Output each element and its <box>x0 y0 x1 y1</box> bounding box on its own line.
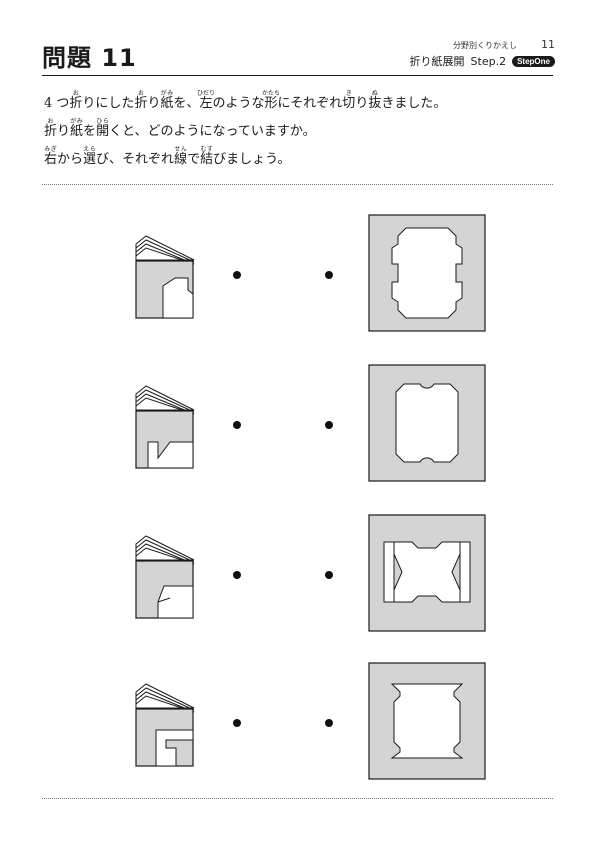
instruction-text: にそれぞれ <box>277 96 343 111</box>
divider-bottom <box>42 798 553 799</box>
unfolded-answer-2 <box>368 364 486 482</box>
instruction-text: くと、どのようになっていますか。 <box>109 124 316 139</box>
instruction-text: きました。 <box>381 96 447 111</box>
ruby-word: 右みぎ <box>44 146 58 167</box>
unfolded-answer-3 <box>368 514 486 632</box>
ruby-word: 紙がみ <box>160 90 174 111</box>
question-row-2 <box>0 364 595 484</box>
right-dot-2[interactable] <box>325 421 333 429</box>
furigana: がみ <box>160 90 174 97</box>
furigana: ぬ <box>368 90 382 97</box>
instruction-line-3: 右みぎから選えらび、それぞれ線せんで結むすびましょう。 <box>44 146 554 166</box>
instruction-text: から <box>57 152 84 167</box>
instruction-line-1: 4 つ折おりにした折おり紙がみを、左ひだりのような形かたちにそれぞれ切きり抜ぬき… <box>44 90 554 110</box>
instruction-text: り <box>355 96 369 111</box>
furigana: みぎ <box>44 146 58 153</box>
furigana: せん <box>174 146 188 153</box>
furigana: かたち <box>262 90 281 97</box>
instructions: 4 つ折おりにした折おり紙がみを、左ひだりのような形かたちにそれぞれ切きり抜ぬき… <box>44 90 554 174</box>
furigana: ひだり <box>197 90 216 97</box>
instruction-text: りにした <box>82 96 135 111</box>
ruby-word: 結むす <box>200 146 214 167</box>
right-dot-4[interactable] <box>325 719 333 727</box>
furigana: がみ <box>70 118 84 125</box>
instruction-text: り <box>57 124 71 139</box>
furigana: えら <box>83 146 97 153</box>
right-dot-1[interactable] <box>325 271 333 279</box>
category-label: 分野別くりかえし <box>453 41 517 50</box>
folded-paper-4 <box>135 683 195 767</box>
page-title: 問題 11 <box>42 44 137 72</box>
furigana: むす <box>200 146 214 153</box>
folded-paper-2 <box>135 385 195 469</box>
instruction-text: で <box>187 152 201 167</box>
instruction-text: び、それぞれ <box>96 152 175 167</box>
ruby-word: 折お <box>69 90 83 111</box>
ruby-word: 紙がみ <box>70 118 84 139</box>
left-dot-2[interactable] <box>233 421 241 429</box>
ruby-word: 折お <box>134 90 148 111</box>
instruction-text: のような <box>212 96 265 111</box>
folded-paper-1 <box>135 235 195 319</box>
left-dot-4[interactable] <box>233 719 241 727</box>
unfolded-answer-4 <box>368 662 486 780</box>
header-rule <box>42 75 553 76</box>
unfolded-answer-1 <box>368 214 486 332</box>
instruction-text: を <box>83 124 97 139</box>
furigana: お <box>69 90 83 97</box>
ruby-word: 選えら <box>83 146 97 167</box>
header-meta: 分野別くりかえし 11 折り紙展開 Step.2 StepOne <box>410 38 555 69</box>
instruction-line-2: 折おり紙がみを開ひらくと、どのようになっていますか。 <box>44 118 554 138</box>
stepone-logo: StepOne <box>512 55 555 67</box>
instruction-text: 4 つ <box>44 96 70 111</box>
furigana: お <box>44 118 58 125</box>
subtitle: 折り紙展開 <box>409 55 465 68</box>
ruby-word: 抜ぬ <box>368 90 382 111</box>
question-row-4 <box>0 662 595 782</box>
question-row-3 <box>0 514 595 634</box>
furigana: き <box>342 90 356 97</box>
furigana: ひら <box>96 118 110 125</box>
divider-top <box>42 184 553 185</box>
page-number: 11 <box>541 38 555 51</box>
furigana: お <box>134 90 148 97</box>
question-row-1 <box>0 214 595 334</box>
ruby-word: 折お <box>44 118 58 139</box>
instruction-text: を、 <box>173 96 200 111</box>
ruby-word: 線せん <box>174 146 188 167</box>
instruction-text: びましょう。 <box>213 152 291 167</box>
right-dot-3[interactable] <box>325 571 333 579</box>
left-dot-1[interactable] <box>233 271 241 279</box>
ruby-word: 左ひだり <box>197 90 216 111</box>
ruby-word: 形かたち <box>262 90 281 111</box>
step-label: Step.2 <box>470 54 507 68</box>
ruby-word: 開ひら <box>96 118 110 139</box>
instruction-text: り <box>147 96 161 111</box>
left-dot-3[interactable] <box>233 571 241 579</box>
folded-paper-3 <box>135 535 195 619</box>
ruby-word: 切き <box>342 90 356 111</box>
